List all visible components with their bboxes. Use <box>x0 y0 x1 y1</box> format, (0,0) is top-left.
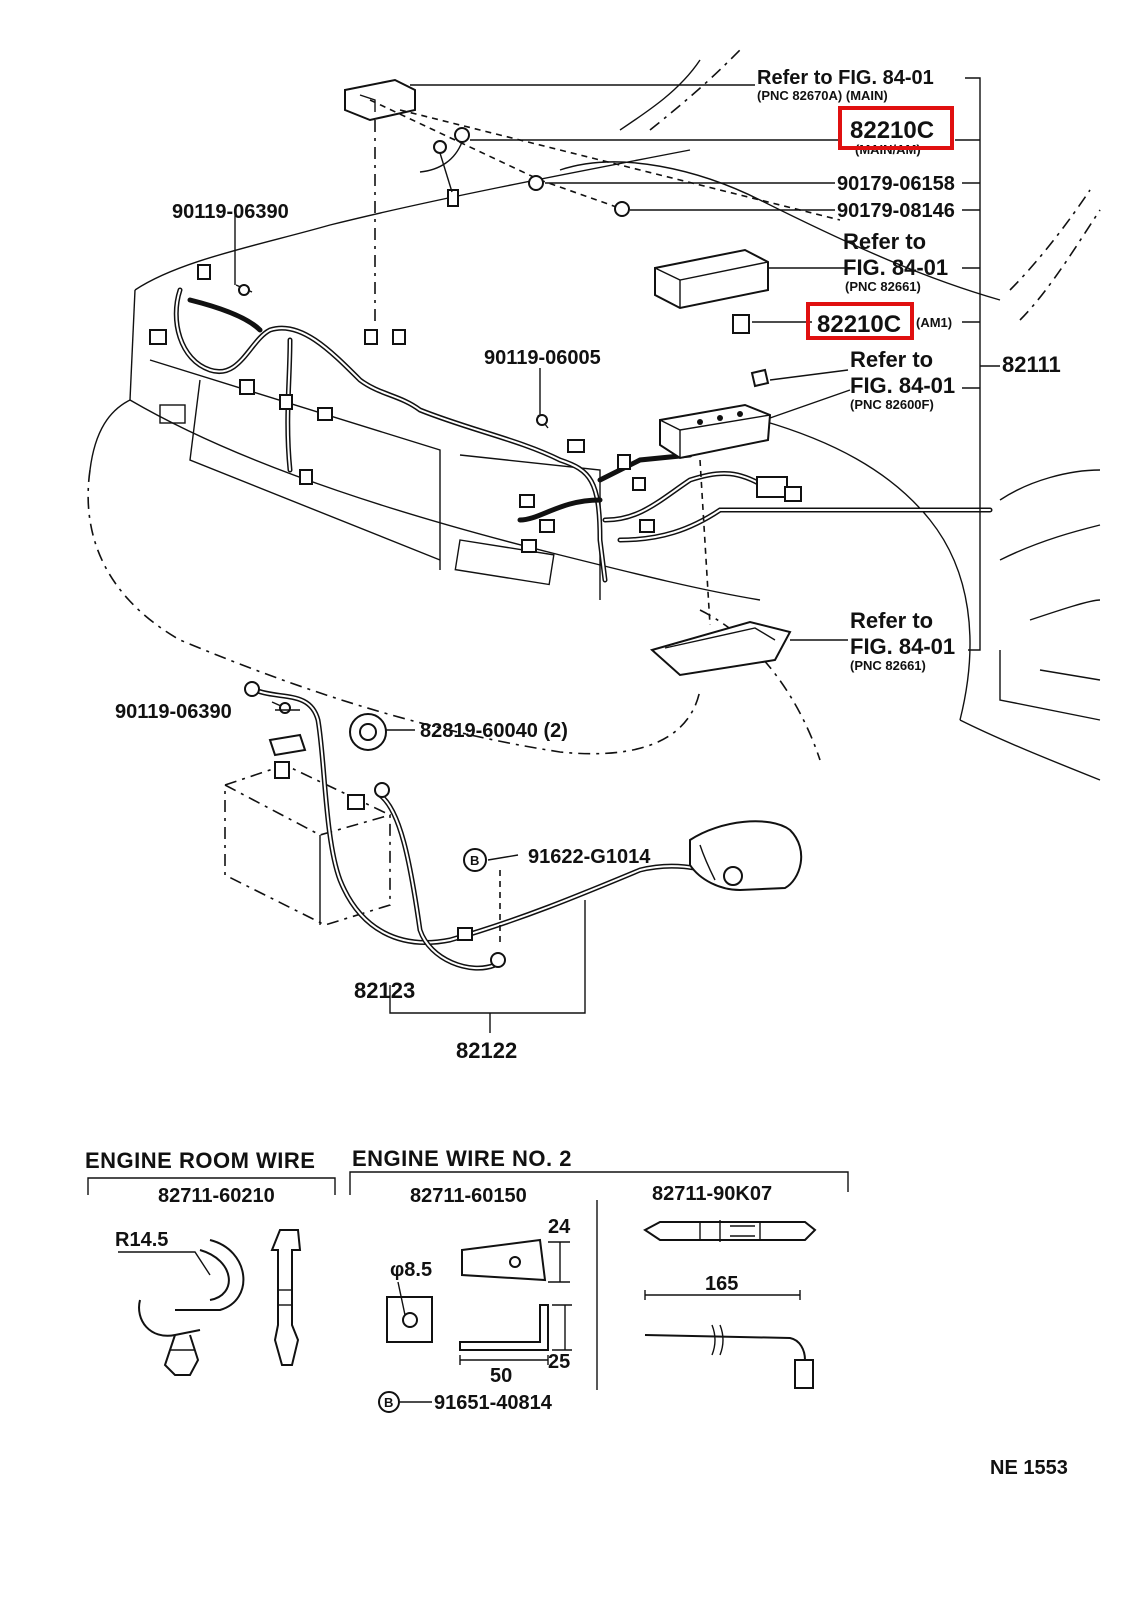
part-82210c-am1: 82210C <box>817 311 901 338</box>
pnc-label-2: (PNC 82600F) <box>850 397 934 412</box>
fig-label-2: FIG. 84-01 <box>850 373 955 398</box>
part-82111: 82111 <box>1002 352 1061 377</box>
refer-label-1: Refer to <box>843 229 926 254</box>
relay-fuse-blocks <box>649 248 792 677</box>
vehicle-body-outline <box>87 49 1101 781</box>
pnc-main-label: (PNC 82670A) (MAIN) <box>757 88 888 103</box>
highlight-box-82210c-am1 <box>806 302 914 340</box>
dim-24: 24 <box>548 1216 571 1238</box>
highlight-box-82210c-main <box>838 106 954 150</box>
pnc-label-3: (PNC 82661) <box>850 658 926 673</box>
fig-label-1: FIG. 84-01 <box>843 255 948 280</box>
part-90119-06390-top: 90119-06390 <box>172 201 289 223</box>
engine-wire-no2-heading: ENGINE WIRE NO. 2 <box>352 1146 572 1171</box>
bolt-mark-b-text: B <box>470 853 479 868</box>
part-90179-08146: 90179-08146 <box>837 200 955 222</box>
lower-clamp-sections: ENGINE ROOM WIRE ENGINE WIRE NO. 2 82711… <box>85 1146 849 1414</box>
refer-label-2: Refer to <box>850 347 933 372</box>
part-82123: 82123 <box>354 978 415 1003</box>
part-90119-06005: 90119-06005 <box>484 347 601 369</box>
dim-25: 25 <box>548 1351 570 1373</box>
bolt-mark-b-lower-text: B <box>384 1395 393 1410</box>
part-91651-40814: 91651-40814 <box>434 1392 553 1414</box>
figure-code: NE 1553 <box>990 1457 1068 1479</box>
part-91622-g1014: 91622-G1014 <box>528 846 651 868</box>
diameter-label: φ8.5 <box>390 1259 432 1281</box>
bolt-mark-b-lower <box>378 1391 400 1413</box>
part-82711-60150: 82711-60150 <box>410 1185 527 1207</box>
part-82711-90k07: 82711-90K07 <box>652 1183 772 1205</box>
part-90179-06158: 90179-06158 <box>837 173 955 195</box>
battery-assembly <box>224 681 803 1033</box>
part-82122: 82122 <box>456 1038 517 1063</box>
dim-50: 50 <box>490 1365 512 1387</box>
engine-room-wire-heading: ENGINE ROOM WIRE <box>85 1148 315 1173</box>
refer-main-label: Refer to FIG. 84-01 <box>757 67 934 89</box>
part-82819-60040: 82819-60040 (2) <box>420 720 568 742</box>
engine-room-wire-harness <box>149 78 993 583</box>
pnc-label-1: (PNC 82661) <box>845 279 921 294</box>
refer-label-3: Refer to <box>850 608 933 633</box>
part-82210c-main: 82210C <box>850 117 934 144</box>
leader-lines <box>234 77 1000 651</box>
dim-165: 165 <box>705 1273 738 1295</box>
fig-label-3: FIG. 84-01 <box>850 634 955 659</box>
part-82711-60210: 82711-60210 <box>158 1185 275 1207</box>
bolt-mark-b <box>463 848 487 872</box>
callout-labels: Refer to FIG. 84-01 (PNC 82670A) (MAIN) … <box>115 67 1061 1063</box>
part-90119-06390-battery: 90119-06390 <box>115 701 232 723</box>
am1-label: (AM1) <box>916 315 952 330</box>
radius-label: R14.5 <box>115 1229 168 1251</box>
